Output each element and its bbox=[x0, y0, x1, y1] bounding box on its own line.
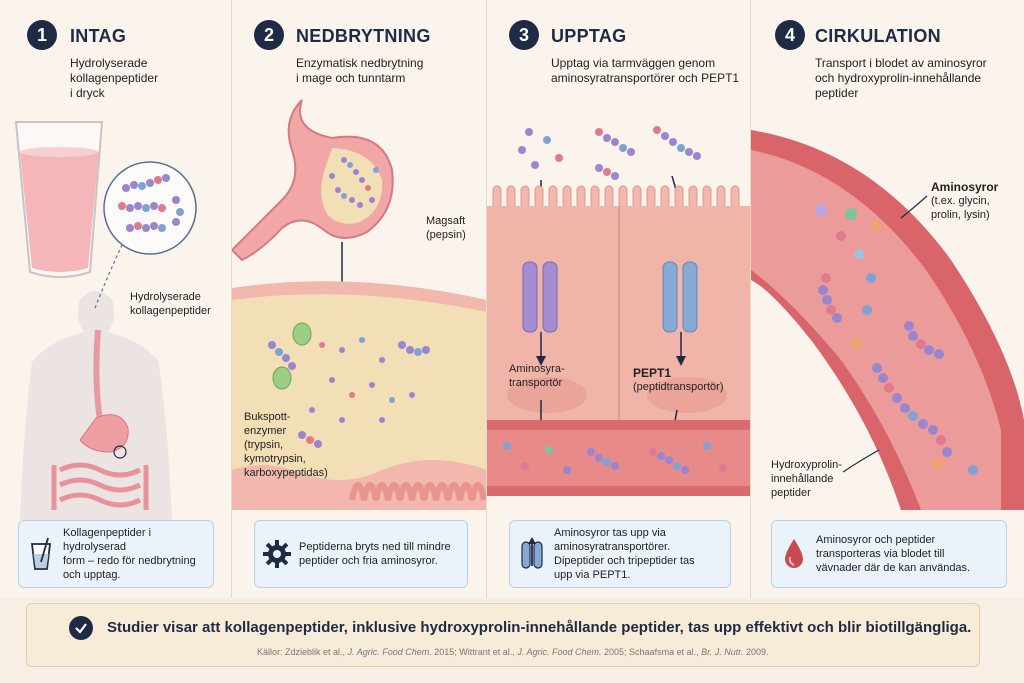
info-box-uptake: Aminosyror tas upp via aminosyratranspor… bbox=[509, 520, 731, 588]
info-text-breakdown: Peptiderna bryts ned till mindre peptide… bbox=[299, 541, 451, 567]
gear-icon bbox=[255, 539, 299, 569]
info-text-uptake: Aminosyror tas upp via aminosyratranspor… bbox=[554, 527, 695, 581]
step-description-intake: Hydrolyserade kollagenpeptider i dryck bbox=[70, 56, 159, 100]
label-amino-acids: Aminosyror (t.ex. glycin, prolin, lysin) bbox=[931, 180, 999, 221]
step-title-uptake: UPPTAG bbox=[551, 26, 627, 46]
blood-vessel-illustration bbox=[751, 130, 1024, 510]
sources-text: Källor: Zdzieblik et al., J. Agric. Food… bbox=[257, 647, 769, 657]
step-number-4: 4 bbox=[775, 20, 805, 50]
panel-intake: 1 INTAG Hydrolyserade kollagenpeptider i… bbox=[0, 0, 232, 598]
info-text-circulation: Aminosyror och peptider transporteras vi… bbox=[816, 534, 971, 574]
panel-circulation: 4 CIRKULATION Transport i blodet av amin… bbox=[751, 0, 1024, 598]
step-number-2: 2 bbox=[254, 20, 284, 50]
info-box-intake: Kollagenpeptider i hydrolyserad form – r… bbox=[18, 520, 214, 588]
step-title-breakdown: NEDBRYTNING bbox=[296, 26, 431, 46]
step-description-breakdown: Enzymatisk nedbrytning i mage och tunnta… bbox=[296, 56, 424, 85]
intestinal-wall-illustration bbox=[487, 126, 750, 496]
step-number-3: 3 bbox=[509, 20, 539, 50]
panel-uptake: 3 UPPTAG Upptag via tarmväggen genom ami… bbox=[487, 0, 751, 598]
step-title-circulation: CIRKULATION bbox=[815, 26, 941, 46]
label-aa-transporter: Aminosyra- transportör bbox=[509, 363, 565, 389]
transporter-icon bbox=[510, 536, 554, 572]
step-description-uptake: Upptag via tarmväggen genom aminosyratra… bbox=[551, 56, 740, 85]
stomach-intestine-illustration bbox=[232, 99, 486, 510]
checkmark-icon bbox=[69, 616, 93, 640]
step-description-circulation: Transport i blodet av aminosyror och hyd… bbox=[815, 56, 987, 100]
label-gastric-juice: Magsaft (pepsin) bbox=[426, 215, 466, 241]
info-box-breakdown: Peptiderna bryts ned till mindre peptide… bbox=[254, 520, 468, 588]
blood-drop-icon bbox=[772, 537, 816, 571]
label-pancreatic-enzymes: Bukspott- enzymer (trypsin, kymotrypsin,… bbox=[244, 411, 328, 479]
step-title-intake: INTAG bbox=[70, 26, 127, 46]
label-pept1: PEPT1 (peptidtransportör) bbox=[633, 366, 724, 393]
drink-glass-illustration bbox=[14, 121, 197, 520]
panel-breakdown: 2 NEDBRYTNING Enzymatisk nedbrytning i m… bbox=[232, 0, 487, 598]
conclusion-banner: Studier visar att kollagenpeptider, inkl… bbox=[26, 603, 980, 667]
info-box-circulation: Aminosyror och peptider transporteras vi… bbox=[771, 520, 1007, 588]
label-hydrolysed-peptides: Hydrolyserade kollagenpeptider bbox=[130, 291, 211, 317]
info-text-intake: Kollagenpeptider i hydrolyserad form – r… bbox=[63, 527, 196, 581]
step-number-1: 1 bbox=[27, 20, 57, 50]
glass-icon bbox=[19, 536, 63, 572]
conclusion-text: Studier visar att kollagenpeptider, inkl… bbox=[107, 619, 972, 636]
label-hyp-peptides: Hydroxyprolin- innehållande peptider bbox=[771, 459, 842, 499]
